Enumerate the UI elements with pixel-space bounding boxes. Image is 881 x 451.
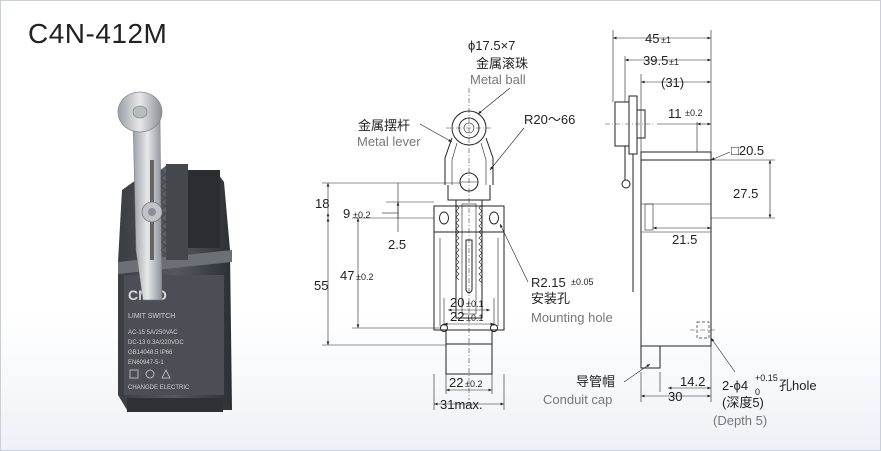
- dim-11-tol: ±0.2: [685, 108, 702, 118]
- mounting-hole-radius-tol: ±0.05: [571, 277, 593, 287]
- ball-label-en: Metal ball: [470, 72, 526, 87]
- hole-depth-en: (Depth 5): [713, 413, 767, 428]
- label-line-3: DC-13 0.3A/220VDC: [128, 340, 184, 346]
- hole-spec-lower-tol: 0: [755, 387, 760, 397]
- dim-47: 47: [340, 268, 354, 283]
- dim-22-bottom: 22: [449, 375, 463, 390]
- dim-30: 30: [668, 389, 682, 404]
- label-line-1: LIMIT SWITCH: [128, 313, 175, 320]
- dim-27-5: 27.5: [733, 186, 758, 201]
- dim-39-5: 39.5: [643, 53, 668, 68]
- dim-square-20-5: □20.5: [731, 143, 764, 158]
- model-title: C4N-412M: [28, 18, 168, 49]
- mounting-hole-radius: R2.15: [531, 275, 566, 290]
- hole-spec-count: 2-ϕ4: [722, 378, 748, 393]
- dim-21-5: 21.5: [672, 232, 697, 247]
- dim-45-tol: ±1: [661, 35, 671, 45]
- dim-31-ref: (31): [661, 75, 684, 90]
- label-line-2: AC-15 5A/250VAC: [128, 330, 178, 336]
- ball-dimension: ϕ17.5×7: [468, 38, 515, 53]
- dim-9-tol: ±0.2: [353, 210, 370, 220]
- lever-label-cn: 金属摆杆: [358, 118, 410, 133]
- dim-22-top-tol: ±0.1: [466, 313, 483, 323]
- hole-spec-label: 孔hole: [779, 378, 817, 393]
- label-line-4: GB14048.5 IP66: [128, 350, 173, 356]
- dim-20-tol: ±0.1: [466, 299, 483, 309]
- product-label: CNTD LIMIT SWITCH AC-15 5A/250VAC DC-13 …: [124, 275, 224, 395]
- dim-20: 20: [450, 295, 464, 310]
- dim-45: 45: [645, 31, 659, 46]
- product-photo: CNTD LIMIT SWITCH AC-15 5A/250VAC DC-13 …: [117, 91, 232, 412]
- side-view: 45 ±1 39.5 ±1 (31) 11 ±0.2 □20.5 27.5 21…: [543, 30, 817, 428]
- dim-22-top: 22: [450, 309, 464, 324]
- dim-9: 9: [343, 206, 350, 221]
- dim-14-2: 14.2: [680, 374, 705, 389]
- dim-22-bottom-tol: ±0.2: [465, 379, 482, 389]
- lever-label-en: Metal lever: [357, 134, 421, 149]
- dim-18: 18: [315, 196, 329, 211]
- conduit-cap-label-en: Conduit cap: [543, 392, 612, 407]
- conduit-cap-label-cn: 导管帽: [576, 374, 615, 389]
- maker-label: CHANGDE ELECTRIC: [128, 385, 190, 391]
- dim-31max: 31max.: [440, 397, 483, 412]
- dim-11: 11: [668, 106, 682, 121]
- label-line-5: EN60947-5-1: [128, 360, 164, 366]
- dim-55: 55: [314, 278, 328, 293]
- hole-spec-upper-tol: +0.15: [755, 373, 778, 383]
- serrated-hub: [160, 164, 188, 260]
- ball-label-cn: 金属滚珠: [476, 56, 528, 71]
- radius-label: R20～66: [524, 112, 575, 127]
- mounting-hole-label-en: Mounting hole: [531, 310, 613, 325]
- hole-depth-cn: (深度5): [722, 395, 764, 410]
- front-view: 18 55 9 ±0.2 2.5 47 ±0.2 ϕ17.5×7 金属滚珠 Me…: [314, 38, 613, 412]
- mounting-hole-label-cn: 安装孔: [531, 291, 570, 306]
- dim-47-tol: ±0.2: [356, 272, 373, 282]
- dim-2-5: 2.5: [388, 237, 406, 252]
- dim-39-5-tol: ±1: [669, 57, 679, 67]
